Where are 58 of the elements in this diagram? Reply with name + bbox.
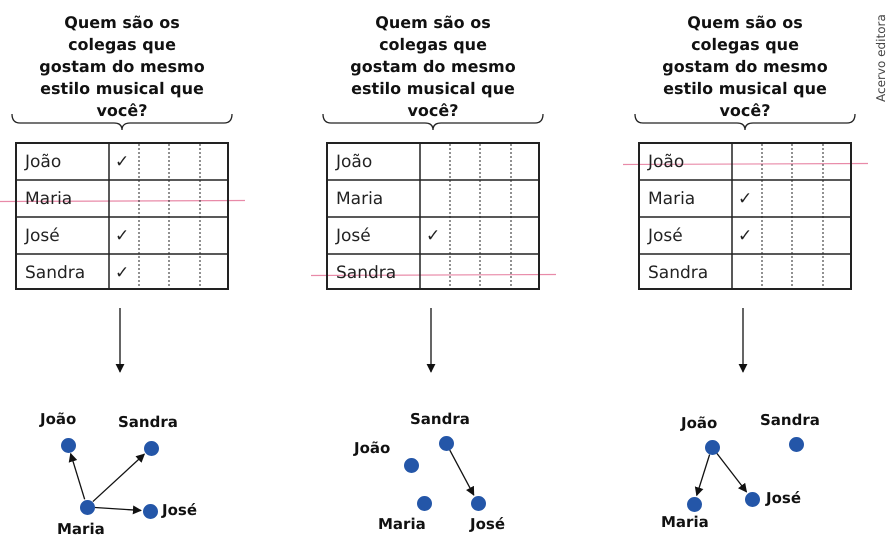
- person-name: José: [162, 501, 197, 519]
- person-dot: [60, 438, 76, 452]
- survey-table: [15, 142, 229, 290]
- arrow: [694, 454, 710, 496]
- person-name: José: [470, 515, 505, 533]
- survey-table: [638, 142, 852, 290]
- arrow: [116, 308, 124, 373]
- check-mark: ✓: [426, 226, 440, 246]
- check-mark: ✓: [738, 189, 752, 209]
- person-name: Sandra: [760, 411, 820, 429]
- person-dot: [788, 436, 804, 452]
- name-text: João: [648, 152, 684, 172]
- person-dot: [744, 492, 760, 506]
- arrow: [449, 450, 474, 496]
- name-text: Maria: [25, 189, 72, 209]
- check-mark: ✓: [115, 263, 130, 283]
- check-mark: ✓: [738, 226, 752, 246]
- person-dot: [416, 496, 432, 510]
- name-text: João: [336, 152, 372, 172]
- name-text: Maria: [648, 189, 696, 209]
- name-text: João: [25, 152, 62, 172]
- person-name: Maria: [378, 515, 426, 533]
- arrow: [92, 454, 146, 502]
- person-dot: [704, 440, 720, 454]
- name-text: José: [336, 226, 371, 246]
- person-name: Maria: [661, 513, 709, 531]
- person-dot: [404, 458, 418, 472]
- name-text: Sandra: [25, 263, 86, 283]
- person-name: João: [40, 410, 76, 428]
- name-text: Sandra: [336, 263, 396, 283]
- question-heading: Quem são os colegas que gostam do mesmo estilo musical que você?: [349, 12, 517, 122]
- person-name: João: [354, 439, 390, 457]
- person-name: Sandra: [410, 410, 470, 428]
- person-dot: [470, 496, 486, 510]
- arrow: [738, 308, 748, 373]
- person-dot: [142, 504, 158, 518]
- credit-text: Acervo editora: [874, 14, 888, 102]
- name-text: José: [25, 226, 60, 246]
- arrow: [94, 505, 142, 514]
- arrow: [716, 452, 748, 493]
- name-text: Maria: [336, 189, 384, 209]
- person-dot: [144, 440, 158, 456]
- question-heading: Quem são os colegas que gostam do mesmo estilo musical que você?: [661, 12, 829, 122]
- check-mark: ✓: [115, 226, 130, 246]
- person-dot: [438, 436, 454, 450]
- person-name: Sandra: [118, 413, 178, 431]
- survey-table: [326, 142, 540, 290]
- person-dot: [80, 500, 94, 514]
- name-text: Sandra: [648, 263, 708, 283]
- person-name: José: [766, 489, 801, 507]
- person-name: Maria: [57, 520, 105, 538]
- question-heading: Quem são os colegas que gostam do mesmo estilo musical que você?: [38, 12, 206, 122]
- arrow: [426, 308, 436, 373]
- check-mark: ✓: [115, 152, 130, 172]
- person-name: João: [681, 414, 718, 432]
- person-dot: [686, 496, 702, 512]
- arrow: [68, 452, 86, 500]
- name-text: José: [648, 226, 683, 246]
